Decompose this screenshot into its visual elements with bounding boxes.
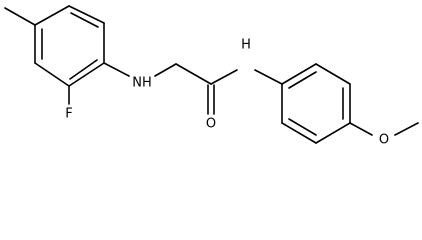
- bond-n-ring: [254, 69, 283, 85]
- ether-oxygen-label: O: [379, 133, 389, 148]
- bond-ring-o: [349, 122, 373, 136]
- bond-ring-nh: [103, 62, 130, 77]
- bond-ring-left-6: [34, 5, 70, 26]
- bond-ring-left-3: [68, 62, 105, 87]
- carbonyl-oxygen-label: O: [206, 117, 216, 132]
- bond-ch2-co: [175, 63, 212, 85]
- bond-co-n: [210, 69, 238, 85]
- bond-ring-left-4: [34, 62, 70, 87]
- bond-ring-left-double-2: [69, 59, 98, 80]
- molecule-structure: F NH O H O: [4, 5, 419, 148]
- bond-ring-right-1: [281, 63, 317, 85]
- bond-o-methyl: [394, 122, 419, 136]
- bond-ring-right-double-3: [288, 118, 317, 136]
- bond-ring-right-4: [315, 122, 351, 144]
- bond-ring-left-1: [68, 5, 105, 24]
- amine-nh-label: NH: [132, 76, 152, 91]
- right-ring: [281, 63, 351, 144]
- fluorine-label: F: [65, 107, 72, 122]
- bond-ring-left-double-1: [70, 12, 99, 28]
- left-ring: [34, 5, 105, 87]
- bond-ring-right-5: [281, 122, 317, 144]
- bond-methyl: [4, 7, 36, 26]
- bond-nh-ch2: [154, 63, 177, 77]
- amide-h-label: H: [241, 38, 251, 53]
- bond-ring-right-2: [315, 63, 351, 85]
- bond-ring-right-double-1: [288, 71, 317, 89]
